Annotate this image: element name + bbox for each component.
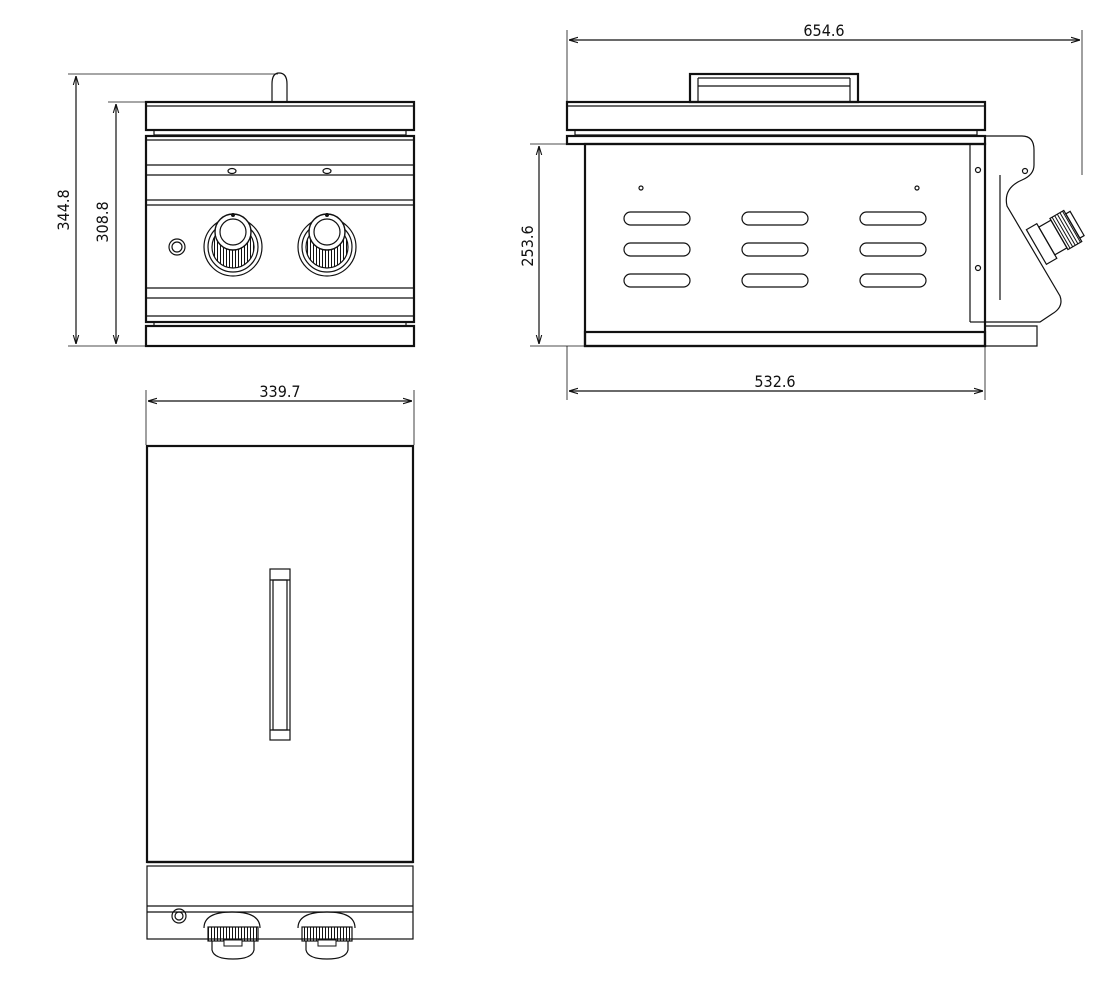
- dim-label-side-body-height: 253.6: [518, 225, 537, 266]
- dim-front-total-height: 344.8: [54, 73, 278, 347]
- vent-slots: [623, 211, 927, 288]
- front-knob-left-icon: [203, 213, 263, 277]
- side-view: 654.6 253.6 532.6: [518, 21, 1085, 400]
- dim-front-width: 339.7: [145, 382, 415, 445]
- top-knob-right-icon: [297, 911, 356, 960]
- top-knob-left-icon: [203, 911, 261, 960]
- dim-label-front-width: 339.7: [259, 382, 300, 401]
- dim-label-front-total-height: 344.8: [54, 189, 73, 230]
- front-knob-right-icon: [297, 213, 357, 277]
- dim-side-body-depth: 532.6: [566, 346, 986, 400]
- top-igniter-icon: [171, 908, 187, 924]
- dim-side-body-height: 253.6: [518, 143, 584, 347]
- top-view: 339.7: [145, 382, 415, 960]
- dim-side-total-depth: 654.6: [566, 21, 1083, 175]
- front-view: 344.8 308.8: [54, 72, 416, 348]
- dim-label-side-body-depth: 532.6: [754, 372, 795, 391]
- dim-label-side-total-depth: 654.6: [803, 21, 844, 40]
- dim-label-front-body-height: 308.8: [93, 201, 112, 242]
- igniter-button-icon: [168, 238, 186, 256]
- dim-front-body-height: 308.8: [93, 101, 146, 344]
- side-knob-icon: [1025, 209, 1085, 266]
